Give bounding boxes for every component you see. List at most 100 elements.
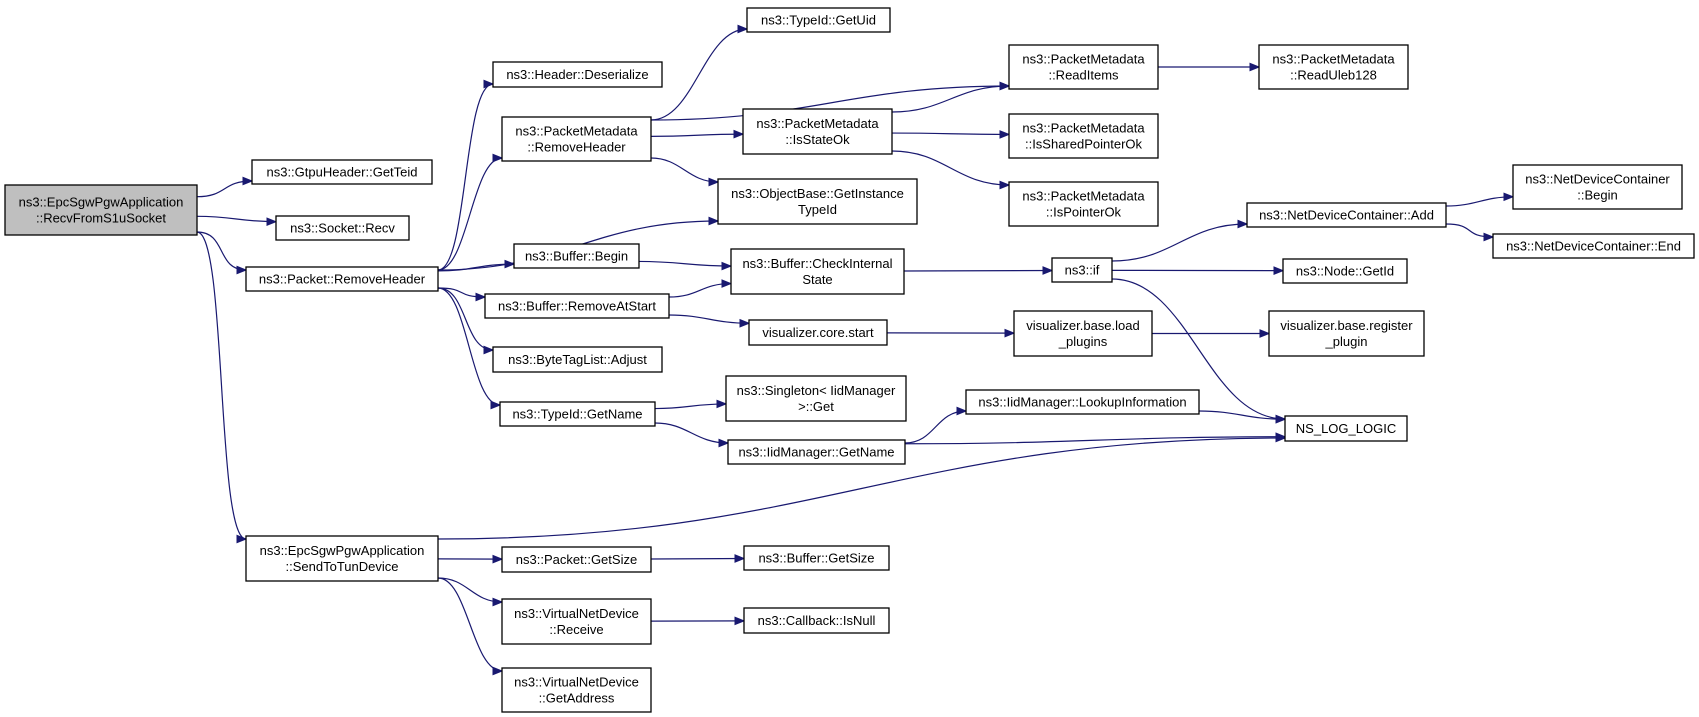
node-pmread[interactable]: ns3::PacketMetadata::ReadItems — [1008, 44, 1159, 90]
edge-line — [1111, 278, 1286, 420]
node-btladjust[interactable]: ns3::ByteTagList::Adjust — [492, 346, 663, 373]
node-label-line: ::Begin — [1577, 188, 1617, 203]
edge-line — [437, 157, 503, 271]
node-label-line: ns3::IidManager::LookupInformation — [978, 395, 1186, 410]
edge-arrowhead — [1275, 433, 1287, 443]
node-bufremove[interactable]: ns3::Buffer::RemoveAtStart — [484, 293, 670, 319]
call-edge-pmstate-to-pmshared — [891, 130, 1011, 139]
edges-layer — [196, 24, 1515, 676]
call-edge-ndcadd-to-ndcend — [1445, 223, 1495, 242]
node-vndrecv[interactable]: ns3::VirtualNetDevice::Receive — [501, 598, 652, 645]
node-cbnull[interactable]: ns3::Callback::IsNull — [743, 607, 890, 634]
node-label-line: ::IsPointerOk — [1046, 205, 1122, 220]
node-iidname[interactable]: ns3::IidManager::GetName — [727, 439, 906, 465]
node-sockrecv[interactable]: ns3::Socket::Recv — [275, 215, 410, 241]
node-ndcend[interactable]: ns3::NetDeviceContainer::End — [1492, 233, 1695, 259]
node-label-line: ::Receive — [549, 622, 603, 637]
edge-line — [196, 215, 277, 223]
edge-line — [437, 577, 503, 672]
node-vizreg[interactable]: visualizer.base.register_plugin — [1268, 310, 1425, 357]
node-label-line: ns3::GtpuHeader::GetTeid — [266, 165, 417, 180]
node-pmstate[interactable]: ns3::PacketMetadata::IsStateOk — [742, 108, 893, 155]
node-label-line: ::IsStateOk — [785, 132, 850, 147]
node-pktremove[interactable]: ns3::Packet::RemoveHeader — [245, 266, 439, 292]
edge-arrowhead — [242, 176, 254, 186]
node-label-line: _plugin — [1325, 334, 1368, 349]
call-edge-sendtun-to-vndaddr — [437, 577, 504, 676]
node-label-line: visualizer.core.start — [762, 325, 874, 340]
call-edge-pmremove-to-tiduid — [650, 24, 749, 121]
node-label-line: ns3::PacketMetadata — [756, 116, 879, 131]
edge-line — [1445, 196, 1514, 207]
node-label-line: ns3::NetDeviceContainer::End — [1506, 239, 1681, 254]
node-pktsize[interactable]: ns3::Packet::GetSize — [501, 546, 652, 573]
node-nodeid[interactable]: ns3::Node::GetId — [1282, 258, 1408, 284]
node-pmptr[interactable]: ns3::PacketMetadata::IsPointerOk — [1008, 181, 1159, 227]
node-label-line: ns3::IidManager::GetName — [738, 445, 894, 460]
node-nslog[interactable]: NS_LOG_LOGIC — [1284, 415, 1408, 442]
call-edge-root-to-gtpu — [196, 176, 254, 198]
node-vizstart[interactable]: visualizer.core.start — [748, 319, 888, 346]
node-ndcbegin[interactable]: ns3::NetDeviceContainer::Begin — [1512, 164, 1683, 210]
call-edge-root-to-sockrecv — [196, 215, 278, 227]
node-label-line: ns3::ByteTagList::Adjust — [508, 352, 647, 367]
edge-line — [654, 403, 727, 410]
node-root[interactable]: ns3::EpcSgwPgwApplication::RecvFromS1uSo… — [4, 184, 198, 236]
edge-arrowhead — [490, 400, 502, 410]
node-box — [513, 243, 640, 269]
edge-line — [650, 133, 744, 137]
node-vndaddr[interactable]: ns3::VirtualNetDevice::GetAddress — [501, 667, 652, 713]
node-box — [1051, 257, 1113, 283]
nodes-layer: ns3::EpcSgwPgwApplication::RecvFromS1uSo… — [4, 7, 1695, 713]
node-pmremove[interactable]: ns3::PacketMetadata::RemoveHeader — [501, 116, 652, 162]
call-edge-nsif-to-ndcadd — [1111, 219, 1249, 262]
edge-arrowhead — [708, 216, 720, 226]
call-edge-iidname-to-iidlookup — [904, 406, 968, 444]
edge-line — [650, 157, 719, 183]
node-label-line: ns3::Callback::IsNull — [758, 613, 876, 628]
call-edge-pmstate-to-pmptr — [891, 150, 1011, 190]
node-box — [1492, 233, 1695, 259]
node-nsif[interactable]: ns3::if — [1051, 257, 1113, 283]
call-edge-pktremove-to-bufbegin — [437, 259, 516, 272]
call-edge-bufremove-to-bufcheck — [668, 279, 733, 298]
call-edge-root-to-sendtun — [196, 231, 248, 544]
node-bufbegin[interactable]: ns3::Buffer::Begin — [513, 243, 640, 269]
node-pmuleb[interactable]: ns3::PacketMetadata::ReadUleb128 — [1258, 44, 1409, 90]
node-gtpu[interactable]: ns3::GtpuHeader::GetTeid — [251, 159, 433, 185]
node-box — [748, 319, 888, 346]
node-label-line: ::RecvFromS1uSocket — [36, 211, 166, 226]
call-edge-pktremove-to-tidname — [437, 287, 502, 410]
node-iidlookup[interactable]: ns3::IidManager::LookupInformation — [965, 389, 1200, 415]
node-ndcadd[interactable]: ns3::NetDeviceContainer::Add — [1246, 202, 1447, 228]
node-sendtun[interactable]: ns3::EpcSgwPgwApplication::SendToTunDevi… — [245, 535, 439, 582]
call-edge-sendtun-to-nslog — [437, 433, 1287, 540]
node-label-line: TypeId — [798, 202, 837, 217]
edge-line — [650, 28, 748, 121]
node-label-line: ns3::PacketMetadata — [1272, 52, 1395, 67]
node-vizload[interactable]: visualizer.base.load_plugins — [1013, 310, 1153, 357]
node-label-line: ::SendToTunDevice — [286, 559, 399, 574]
node-singleton[interactable]: ns3::Singleton< IidManager>::Get — [725, 375, 907, 422]
node-box — [499, 401, 656, 427]
node-tidname[interactable]: ns3::TypeId::GetName — [499, 401, 656, 427]
edge-arrowhead — [718, 438, 730, 448]
node-pmshared[interactable]: ns3::PacketMetadata::IsSharedPointerOk — [1008, 113, 1159, 159]
edge-arrowhead — [1273, 266, 1285, 275]
node-box — [746, 7, 891, 33]
node-tiduid[interactable]: ns3::TypeId::GetUid — [746, 7, 891, 33]
node-hdrdeser[interactable]: ns3::Header::Deserialize — [492, 61, 663, 88]
node-label-line: ns3::TypeId::GetName — [512, 407, 642, 422]
call-edge-vizload-to-vizreg — [1151, 329, 1271, 338]
edge-arrowhead — [737, 24, 749, 34]
edge-arrowhead — [733, 129, 745, 139]
edge-line — [196, 231, 247, 540]
node-label-line: ns3::PacketMetadata — [1022, 52, 1145, 67]
node-bufsize[interactable]: ns3::Buffer::GetSize — [743, 545, 890, 571]
node-box — [727, 439, 906, 465]
call-edge-tidname-to-singleton — [654, 399, 728, 410]
node-box — [743, 545, 890, 571]
